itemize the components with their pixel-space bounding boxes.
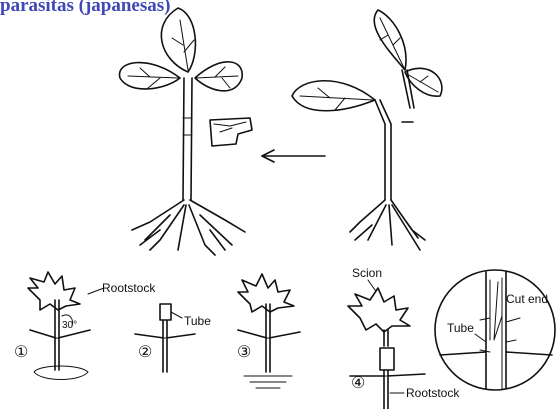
grafted-roots (132, 200, 245, 255)
cut-seedling (292, 10, 442, 250)
rootstock-bottom-label: Rootstock (406, 386, 460, 400)
step-4-graft: Rootstock ④ (348, 288, 460, 409)
step-3-number: ③ (237, 344, 251, 361)
cut-end-label: Cut end (506, 292, 548, 306)
tube-label: Tube (184, 314, 211, 328)
step-1-seedling: 30° ① (14, 272, 90, 380)
grafted-seedling (120, 8, 252, 255)
tube-2 (160, 304, 171, 320)
scion-cutting (348, 288, 410, 332)
inset-magnifier: Tube Cut end (435, 270, 555, 390)
rootstock-label: Rootstock (102, 281, 156, 295)
inset-tube-label: Tube (447, 321, 474, 335)
grafted-stem (183, 78, 192, 200)
step-4-number: ④ (351, 375, 365, 392)
step-1-number: ① (14, 344, 28, 361)
grafted-top-leaf (161, 8, 195, 72)
soil-3 (244, 376, 292, 388)
process-arrow (262, 150, 325, 162)
step-2-number: ② (138, 344, 152, 361)
soil-1 (34, 366, 88, 380)
tube-4 (380, 348, 394, 370)
scion-label: Scion (352, 266, 382, 280)
step-2-seedling: Tube ② (135, 304, 211, 372)
cut-roots (350, 200, 425, 250)
angle-label: 30° (62, 320, 77, 331)
step-3-seedling: ③ (237, 274, 300, 388)
